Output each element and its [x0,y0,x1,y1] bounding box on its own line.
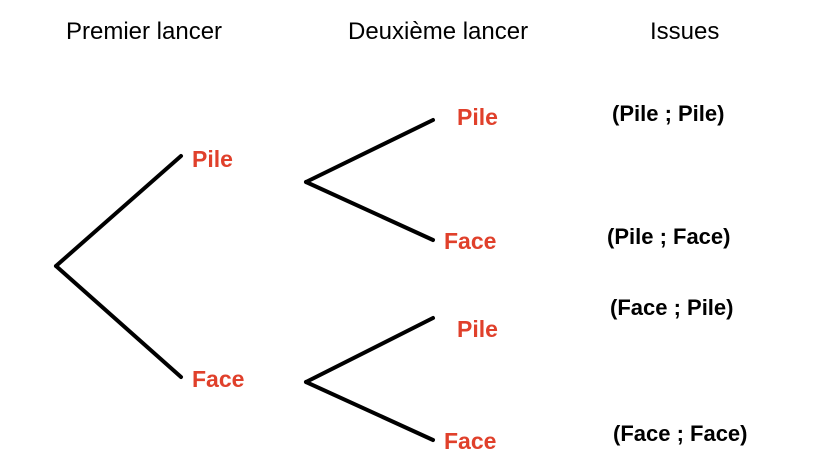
level2-node-2: Pile [457,316,498,342]
level1-node-1: Face [192,366,245,392]
level2-node-0: Pile [457,104,498,130]
branch-root-to-level1-1 [54,264,183,379]
header-outcomes: Issues [650,18,720,45]
branch-level1-1-to-level2-2 [304,316,435,384]
level2-node-1: Face [444,228,497,254]
branch-level1-0-to-level2-1 [304,180,435,242]
header-first-throw: Premier lancer [66,18,223,45]
branch-level1-0-to-level2-0 [304,118,435,184]
branch-level1-1-to-level2-3 [304,380,435,442]
header-second-throw: Deuxième lancer [348,18,529,45]
outcome-1: (Pile ; Face) [607,224,731,249]
level2-node-3: Face [444,428,497,454]
outcome-3: (Face ; Face) [613,421,748,446]
outcome-0: (Pile ; Pile) [612,101,725,126]
level1-node-0: Pile [192,146,233,172]
tree-branches [54,118,435,442]
branch-root-to-level1-0 [54,154,183,268]
outcome-2: (Face ; Pile) [610,295,734,320]
